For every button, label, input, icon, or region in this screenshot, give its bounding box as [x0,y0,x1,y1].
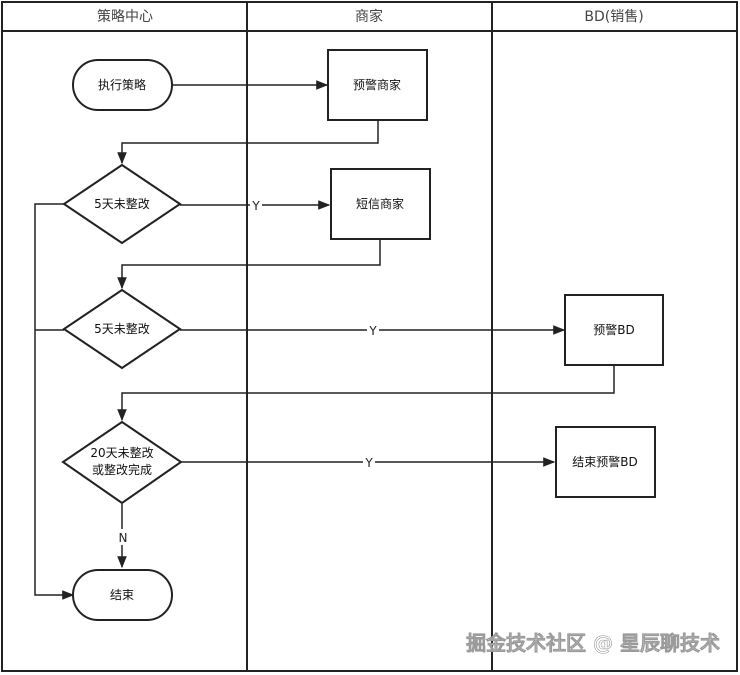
node-start-label: 执行策略 [98,77,146,92]
node-warn-merchant: 预警商家 [327,49,428,121]
edge-label-y-2: Y [368,324,377,338]
node-start: 执行策略 [72,59,173,111]
node-sms-merchant: 短信商家 [330,168,431,240]
node-end-warn-bd: 结束预警BD [555,426,656,498]
node-end: 结束 [72,569,173,621]
edge-label-y-3: Y [364,456,373,470]
node-cond3-label-line2: 或整改完成 [92,462,152,477]
lane-title-strategy: 策略中心 [97,8,153,25]
node-sms-merchant-label: 短信商家 [356,196,404,211]
lane-title-merchant: 商家 [355,8,383,25]
edge-warn-bd-to-cond3 [117,365,615,422]
edge-sms-to-cond2 [117,239,381,290]
node-cond3: 20天未整改 或整改完成 [61,420,183,505]
edge-warn-merchant-to-cond1 [117,120,379,165]
node-cond1-label: 5天未整改 [94,196,150,211]
node-cond3-label-line1: 20天未整改 [90,445,153,460]
node-cond2-label: 5天未整改 [94,321,150,336]
node-warn-bd-label: 预警BD [593,322,634,337]
node-warn-bd: 预警BD [564,294,664,366]
edge-label-n: N [119,531,128,545]
edge-cond1-to-end [34,203,75,600]
node-warn-merchant-label: 预警商家 [353,77,401,92]
node-end-warn-bd-label: 结束预警BD [572,454,637,469]
edge-label-y-1: Y [251,199,260,213]
node-cond1: 5天未整改 [62,163,182,245]
node-cond2: 5天未整改 [62,288,182,370]
node-end-label: 结束 [110,588,134,602]
watermark: 掘金技术社区 @ 星辰聊技术 [466,631,720,655]
edges [34,80,615,600]
lane-title-bd: BD(销售) [584,9,643,25]
